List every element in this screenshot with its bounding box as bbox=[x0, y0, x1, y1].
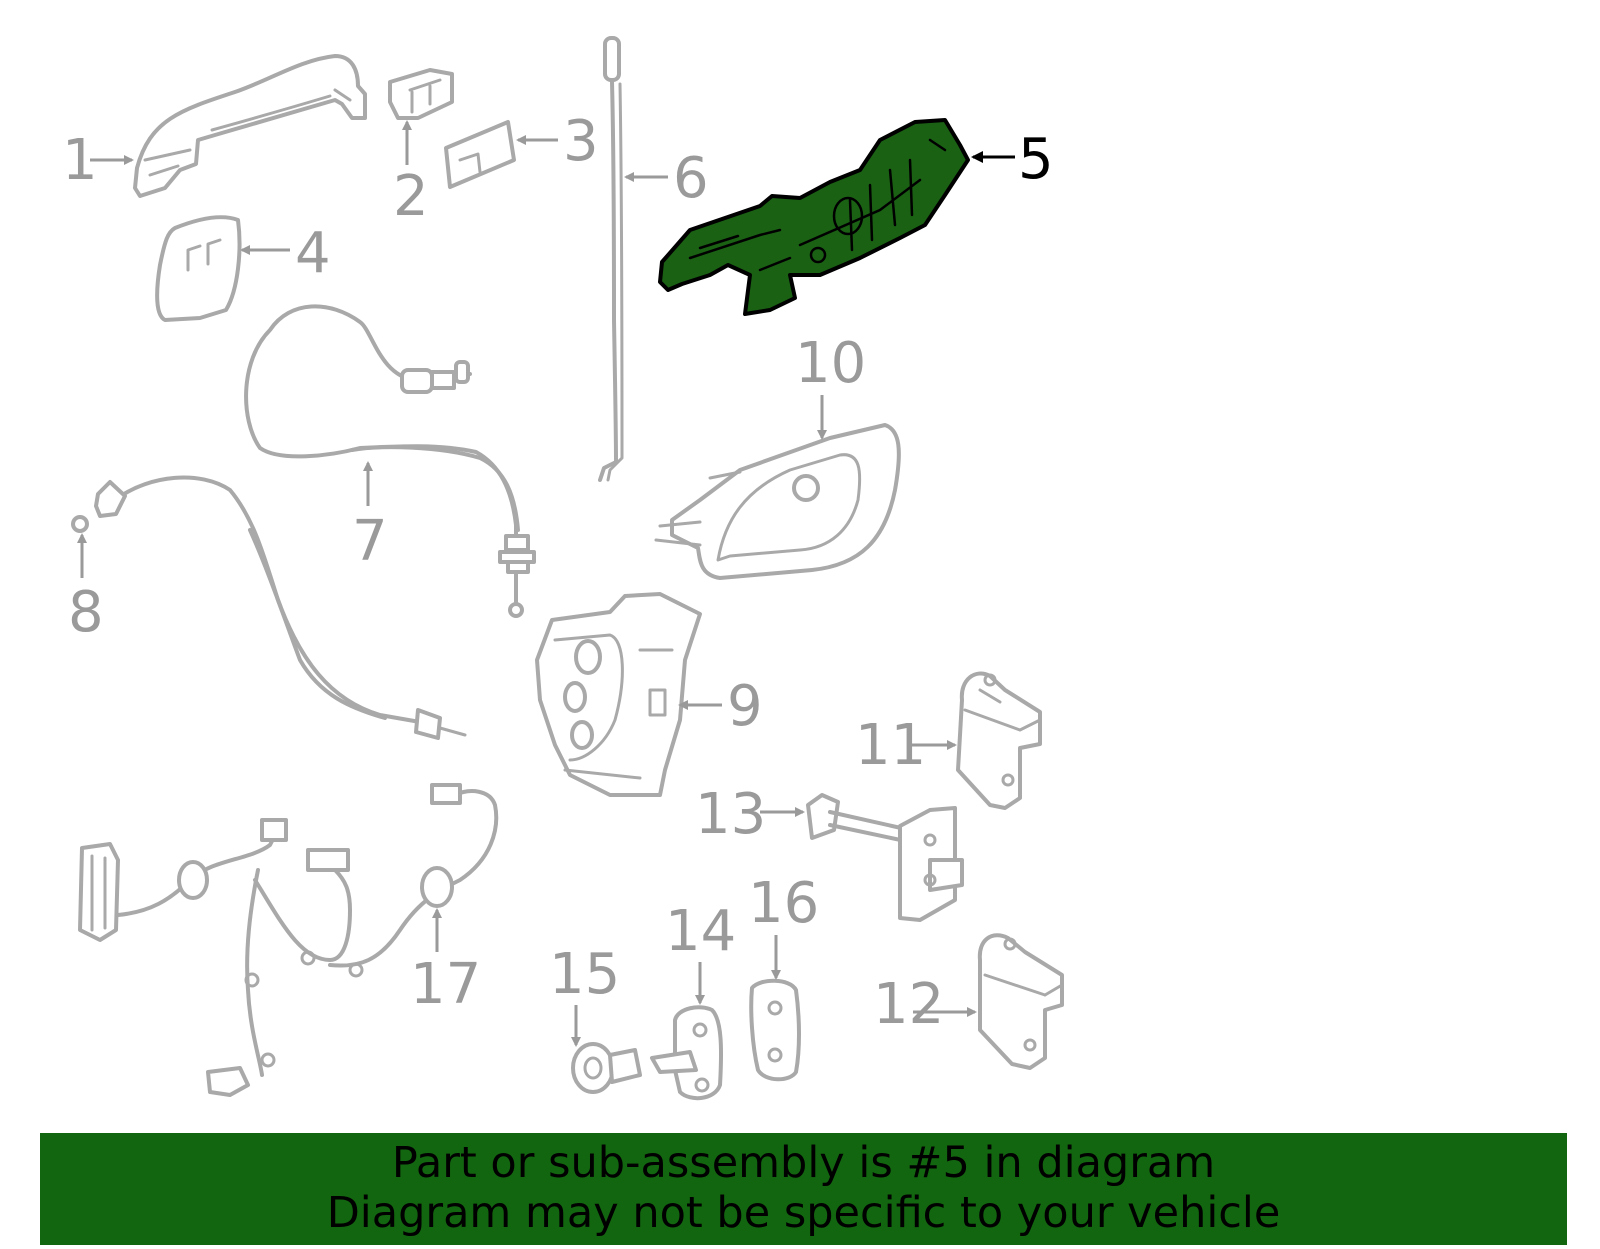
info-banner: Part or sub-assembly is #5 in diagram Di… bbox=[40, 1133, 1567, 1245]
part-16-plate bbox=[749, 978, 801, 1082]
part-2-cap bbox=[388, 68, 454, 120]
callout-2: 2 bbox=[393, 164, 429, 229]
callout-3: 3 bbox=[563, 109, 599, 174]
part-14-striker bbox=[650, 1005, 724, 1101]
callout-12: 12 bbox=[873, 972, 944, 1037]
banner-line-part-number: Part or sub-assembly is #5 in diagram bbox=[391, 1138, 1216, 1188]
callout-17: 17 bbox=[410, 952, 481, 1017]
callout-6: 6 bbox=[673, 146, 709, 211]
part-13-check-strap bbox=[806, 793, 964, 922]
callout-14: 14 bbox=[665, 899, 736, 964]
callout-1: 1 bbox=[62, 128, 98, 193]
part-1-outside-handle bbox=[133, 54, 367, 198]
callout-13: 13 bbox=[695, 782, 766, 847]
callout-15: 15 bbox=[549, 942, 620, 1007]
part-3-pad bbox=[444, 120, 516, 189]
callout-16: 16 bbox=[748, 871, 819, 936]
leader-lines bbox=[77, 120, 1015, 1047]
part-12-hinge bbox=[977, 933, 1064, 1070]
callout-8: 8 bbox=[68, 580, 104, 645]
callout-4: 4 bbox=[295, 221, 331, 286]
banner-line-disclaimer: Diagram may not be specific to your vehi… bbox=[326, 1188, 1281, 1238]
part-9-latch bbox=[535, 592, 702, 797]
part-7-cable bbox=[244, 304, 536, 618]
callout-9: 9 bbox=[727, 674, 763, 739]
part-5-highlighted-frame bbox=[658, 118, 970, 316]
part-15-bolt bbox=[571, 1042, 642, 1094]
part-17-wiring-harness bbox=[78, 783, 499, 1097]
part-11-hinge bbox=[956, 671, 1042, 810]
callout-10: 10 bbox=[795, 331, 866, 396]
part-4-cover bbox=[155, 215, 242, 322]
part-6-rod bbox=[598, 36, 624, 482]
callout-5: 5 bbox=[1018, 127, 1054, 192]
callout-labels: 1 2 3 4 5 6 7 8 9 10 11 12 13 14 15 16 1… bbox=[62, 109, 1054, 1037]
callout-7: 7 bbox=[352, 509, 388, 574]
part-10-inside-handle bbox=[654, 423, 901, 580]
callout-11: 11 bbox=[855, 713, 926, 778]
part-8-cable bbox=[71, 475, 467, 740]
